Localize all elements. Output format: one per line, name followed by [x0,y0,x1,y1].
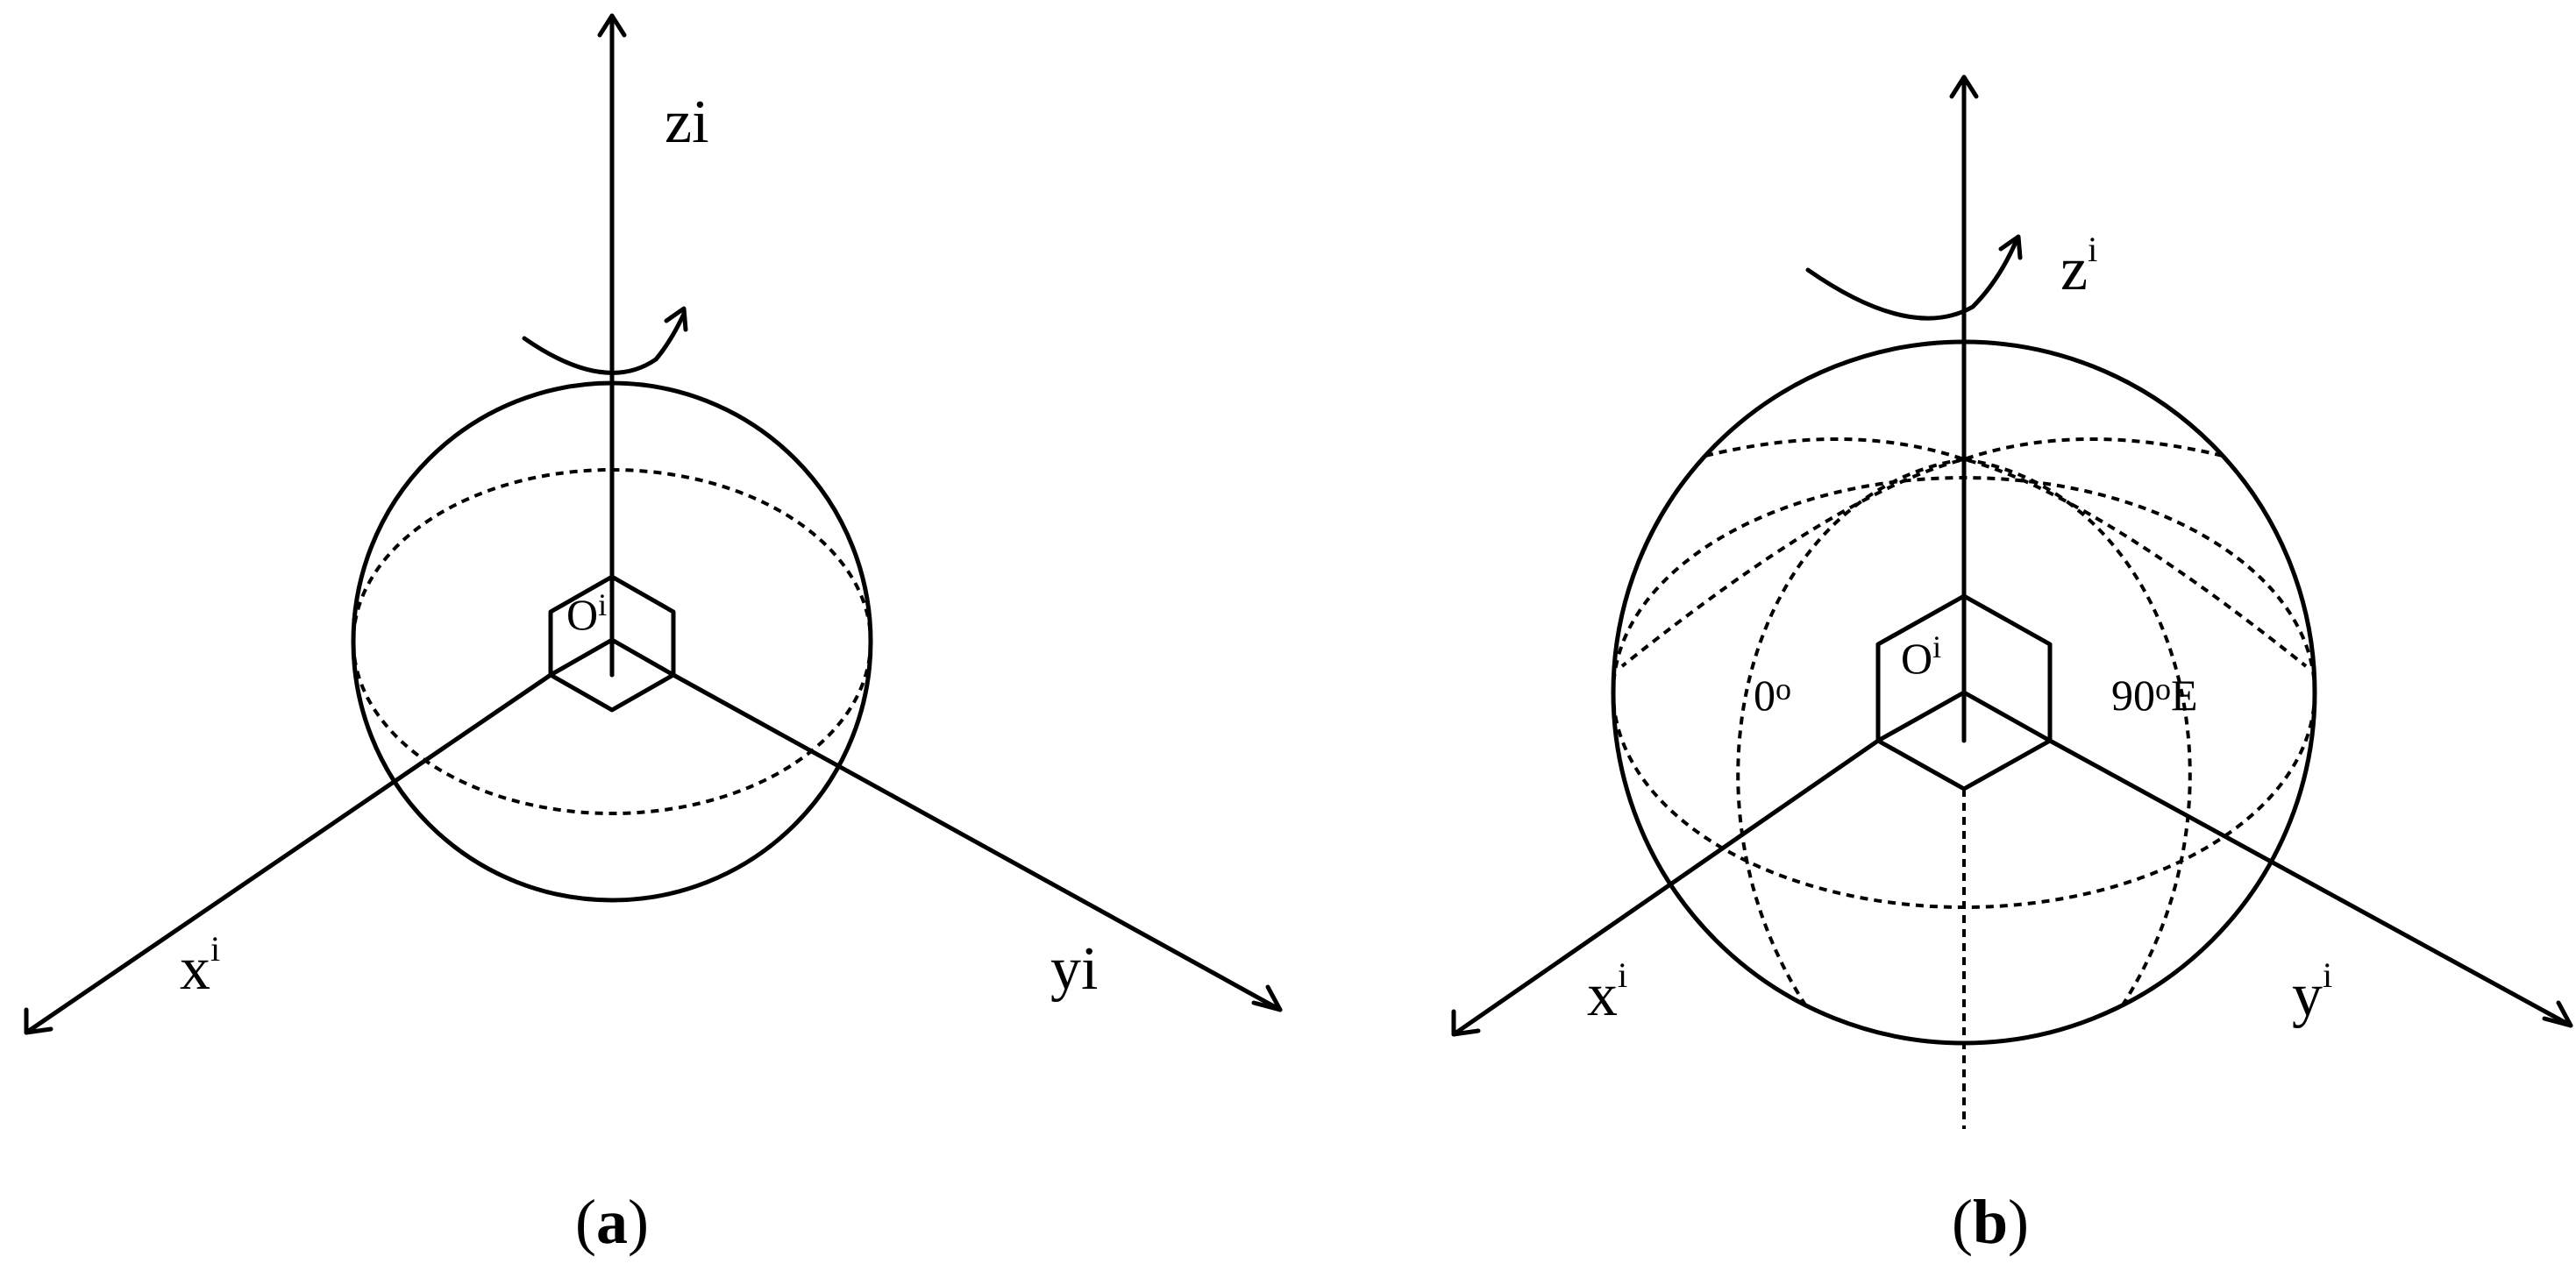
panel-b-z-label: zi [2060,230,2097,303]
panel-a-rotation-arrow [522,311,687,375]
panel-a-rotation-arrowhead [664,306,688,332]
panel-a-caption: (a) [575,1187,649,1257]
panel-b-x-label: xi [1587,955,1627,1029]
panel-a-x-arrowhead [24,1007,53,1035]
panel-a-y-arrowhead [1251,984,1283,1012]
panel-b-y-label: yi [2292,955,2332,1029]
panel-b-caption: (b) [1952,1187,2029,1257]
panel-b-y-axis [2047,738,2573,1028]
panel-a-x-label: xi [180,929,220,1003]
panel-b-x-axis [1451,738,1881,1037]
panel-a: zi xi yi Oi (a) [24,13,1283,1257]
panel-b-meridian-90e [1963,458,2192,1008]
panel-b-rotation-arrowhead [1998,234,2023,260]
panel-a-y-label: yi [1050,935,1098,1003]
panel-b-meridian-90e-label: 90oE [2111,671,2198,720]
panel-b-upper-arc-right [1957,437,2308,668]
panel-b-y-arrowhead [2542,1000,2573,1028]
panel-b-meridian-0 [1736,458,1965,1008]
panel-b-meridian-0-label: 0o [1754,671,1791,720]
panel-b-z-arrowhead [1949,75,1979,99]
panel-b-origin-cube [1875,593,2053,792]
panel-a-origin-label: Oi [566,587,607,639]
panel-b-origin-label: Oi [1901,629,1941,683]
panel-a-x-axis [24,672,553,1035]
panel-b: zi xi yi Oi 0o 90oE (b) [1451,75,2573,1257]
panel-b-x-arrowhead [1451,1009,1481,1037]
panel-a-y-axis [671,672,1283,1012]
panel-b-rotation-arrow [1805,238,2019,321]
panel-b-upper-arc-left [1620,437,1971,668]
panel-a-z-arrowhead [597,13,627,38]
panel-a-z-label: zi [665,89,709,156]
panel-a-origin-cube [548,574,676,713]
